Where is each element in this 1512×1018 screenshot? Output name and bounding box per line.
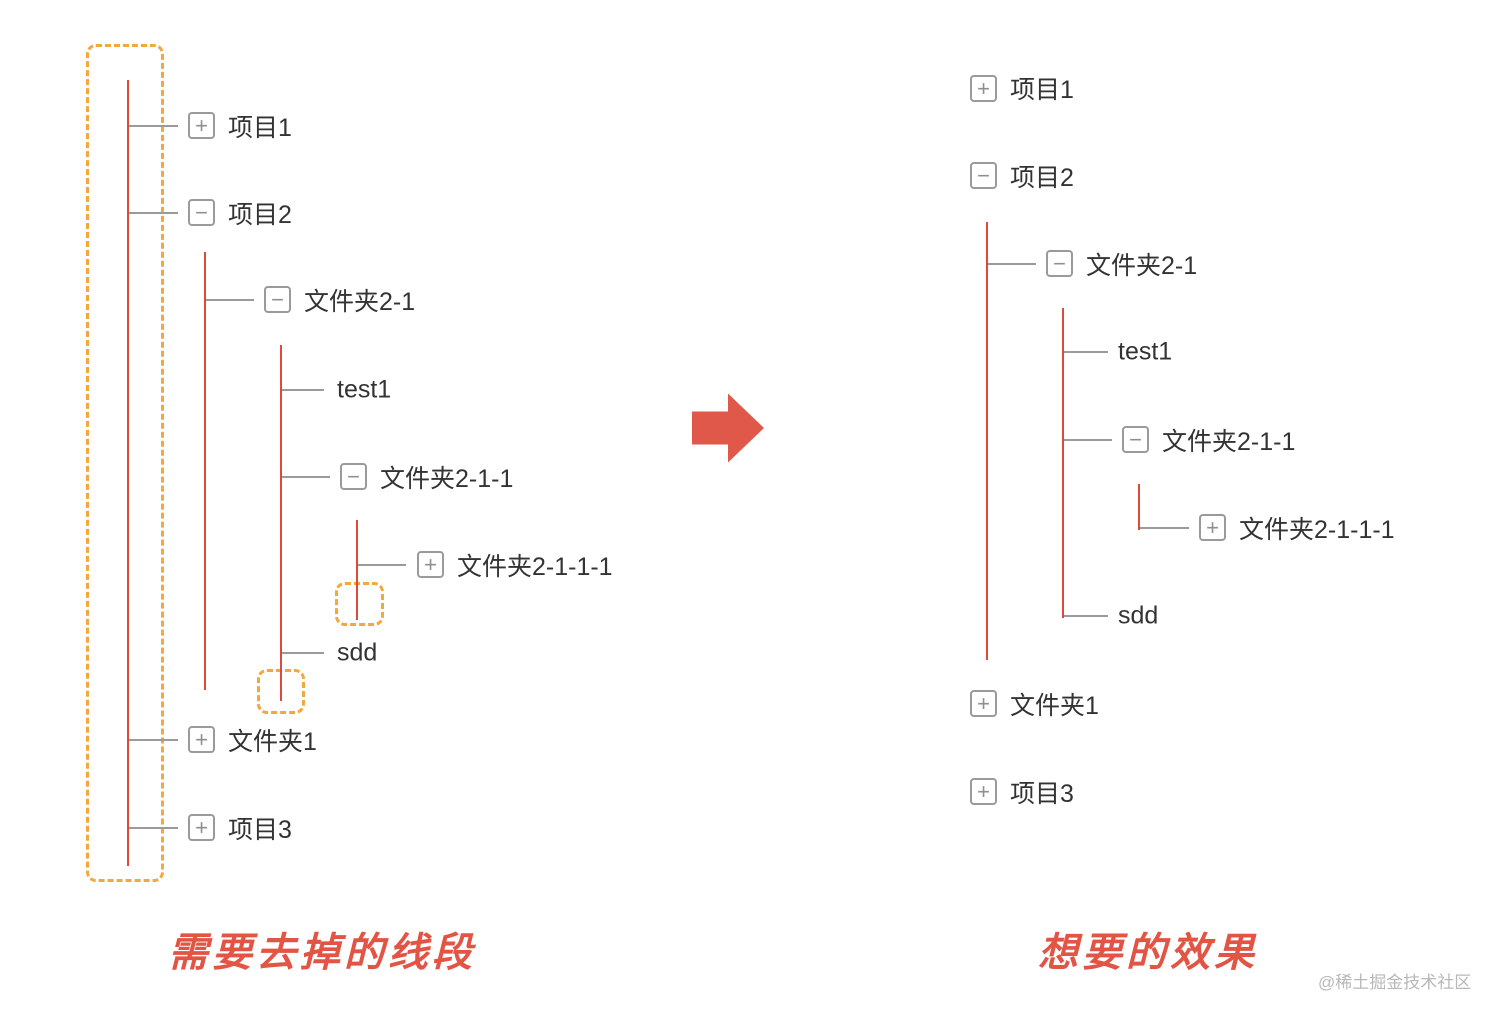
tree-node-label[interactable]: 项目2 (1010, 164, 1074, 192)
tree-node-label[interactable]: 文件夹2-1-1-1 (457, 553, 613, 581)
tree-connector-line (1140, 527, 1189, 529)
tree-connector-line (1064, 615, 1108, 617)
tree-connector-line (1064, 439, 1112, 441)
tree-vertical-line-level3 (280, 345, 282, 701)
tree-connector-line (129, 827, 178, 829)
arrow-right-icon (692, 393, 764, 463)
tree-node-label[interactable]: 文件夹2-1-1 (380, 465, 514, 493)
expander-plus-icon[interactable]: + (417, 551, 444, 578)
expander-minus-icon[interactable]: − (970, 162, 997, 189)
highlight-dashed-box-main-line (86, 44, 164, 882)
tree-node-label[interactable]: 文件夹2-1 (304, 288, 416, 316)
tree-node-label[interactable]: 项目3 (1010, 780, 1074, 808)
expander-minus-icon[interactable]: − (340, 463, 367, 490)
tree-node-label[interactable]: 文件夹2-1-1 (1162, 428, 1296, 456)
tree-node-label[interactable]: 文件夹1 (1010, 692, 1099, 720)
tree-node-label[interactable]: 文件夹1 (228, 728, 317, 756)
tree-connector-line (282, 652, 324, 654)
tree-node-label[interactable]: 项目3 (228, 816, 292, 844)
tree-node-label[interactable]: 文件夹2-1-1-1 (1239, 516, 1395, 544)
tree-node-label[interactable]: 项目1 (228, 114, 292, 142)
left-caption: 需要去掉的线段 (168, 930, 476, 975)
expander-plus-icon[interactable]: + (188, 112, 215, 139)
tree-connector-line (129, 739, 178, 741)
expander-plus-icon[interactable]: + (970, 690, 997, 717)
tree-vertical-line-level2 (1062, 308, 1064, 618)
expander-minus-icon[interactable]: − (1046, 250, 1073, 277)
tree-node-label[interactable]: test1 (337, 375, 392, 404)
expander-plus-icon[interactable]: + (188, 814, 215, 841)
tree-connector-line (129, 212, 178, 214)
tree-vertical-line-level2 (204, 252, 206, 690)
tree-node-label[interactable]: sdd (337, 638, 378, 667)
expander-plus-icon[interactable]: + (1199, 514, 1226, 541)
tree-vertical-line-level3 (1138, 484, 1140, 530)
tree-vertical-line-level4 (356, 520, 358, 620)
tree-connector-line (1064, 351, 1108, 353)
tree-node-label[interactable]: 文件夹2-1 (1086, 252, 1198, 280)
expander-minus-icon[interactable]: − (264, 286, 291, 313)
expander-minus-icon[interactable]: − (1122, 426, 1149, 453)
tree-connector-line (282, 476, 330, 478)
tree-connector-line (282, 389, 324, 391)
watermark: @稀土掘金技术社区 (1318, 973, 1472, 992)
tree-node-label[interactable]: test1 (1118, 337, 1173, 366)
tree-connector-line (988, 263, 1036, 265)
tree-connector-line (129, 125, 178, 127)
expander-plus-icon[interactable]: + (970, 75, 997, 102)
tree-node-label[interactable]: 项目2 (228, 201, 292, 229)
highlight-dashed-box-segment-1 (335, 582, 384, 626)
tree-node-label[interactable]: 项目1 (1010, 76, 1074, 104)
tree-connector-line (206, 299, 254, 301)
expander-minus-icon[interactable]: − (188, 199, 215, 226)
tree-connector-line (358, 564, 406, 566)
tree-vertical-line-level1 (986, 222, 988, 660)
expander-plus-icon[interactable]: + (970, 778, 997, 805)
tree-vertical-line-root (127, 80, 129, 866)
expander-plus-icon[interactable]: + (188, 726, 215, 753)
right-caption: 想要的效果 (1038, 930, 1258, 975)
tree-node-label[interactable]: sdd (1118, 601, 1159, 630)
